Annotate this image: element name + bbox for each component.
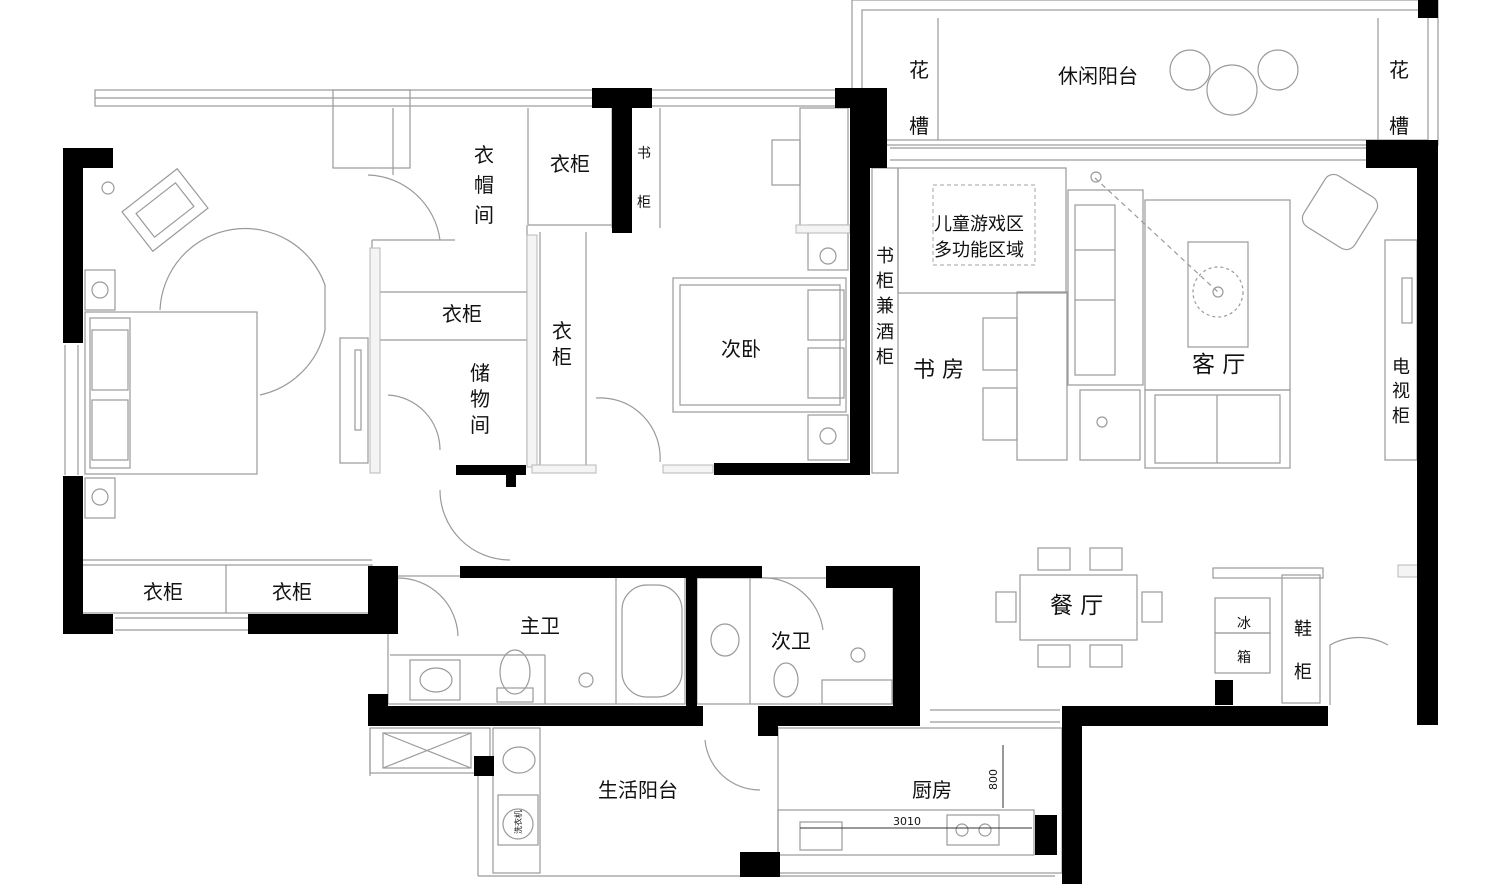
study-label: 书 房 (913, 358, 964, 383)
master-bath-label: 主卫 (520, 614, 560, 638)
washer-label: 洗衣机 (514, 810, 523, 834)
kids-area-label-2: 多功能区域 (934, 240, 1024, 261)
fridge-label: 冰箱 (1237, 616, 1251, 666)
wardrobe-top-label: 衣柜 (550, 152, 590, 176)
cloakroom-label: 衣帽间 (474, 143, 494, 227)
kitchen-depth-dimension: 800 (987, 769, 1000, 790)
shoe-cabinet-label: 鞋柜 (1294, 619, 1312, 684)
kitchen-width-dimension: 3010 (893, 815, 921, 828)
second-bedroom-label: 次卧 (721, 337, 761, 361)
partition-walls (369, 224, 1419, 578)
dining-room-label: 餐 厅 (1050, 593, 1104, 619)
bookcase-wine-label: 书柜兼酒柜 (876, 246, 894, 368)
service-balcony-label: 生活阳台 (598, 778, 678, 802)
second-bath-label: 次卫 (771, 629, 811, 653)
wardrobe-mid-label: 衣柜 (442, 302, 482, 326)
tv-cabinet-label: 电视柜 (1392, 357, 1410, 427)
kids-area-label-1: 儿童游戏区 (934, 214, 1024, 235)
planter-right-label: 花槽 (1389, 58, 1409, 138)
dimension-lines (800, 745, 1032, 829)
leisure-balcony-label: 休闲阳台 (1058, 64, 1138, 88)
bookcase-top-label: 书柜 (637, 146, 651, 211)
wardrobe-bottom-right-label: 衣柜 (272, 580, 312, 604)
wardrobe-vertical-label: 衣柜 (552, 319, 572, 369)
structural-walls (63, 0, 1438, 884)
kitchen-label: 厨房 (912, 778, 952, 802)
planter-left-label: 花槽 (909, 58, 929, 138)
storage-label: 储物间 (470, 361, 490, 437)
wardrobe-bottom-left-label: 衣柜 (143, 580, 183, 604)
living-room-label: 客 厅 (1192, 352, 1246, 378)
outline-lines (64, 0, 1439, 877)
